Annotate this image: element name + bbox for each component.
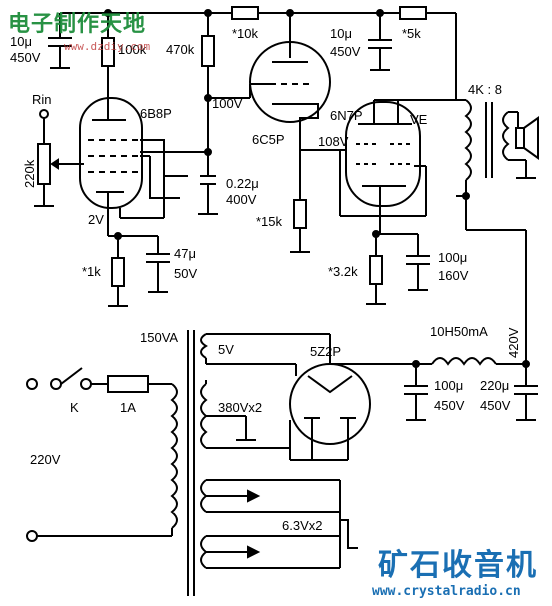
watermark-site-title: 电子制作天地: [8, 12, 147, 37]
tube-6b8p: [79, 92, 208, 236]
rectifier-5z2p: [289, 363, 371, 461]
label-pot-220k: 220k: [22, 159, 37, 188]
resistor-100k: [101, 13, 115, 92]
label-6n7p: 6N7P: [330, 108, 363, 123]
watermark-site-url: www.dzdiy.com: [64, 40, 151, 53]
label-cf1-value: 100μ: [434, 378, 463, 393]
label-380v: 380Vx2: [218, 400, 262, 415]
label-c47-value: 47μ: [174, 246, 196, 261]
label-6b8p: 6B8P: [140, 106, 172, 121]
label-ve: VE: [410, 112, 428, 127]
label-r1k: *1k: [82, 264, 101, 279]
label-c022-value: 0.22μ: [226, 176, 259, 191]
label-r10k: *10k: [232, 26, 259, 41]
label-r32k: *3.2k: [328, 264, 358, 279]
b-plus-feed-line: [456, 192, 527, 362]
label-c2-value: 10μ: [330, 26, 352, 41]
output-transformer: [456, 99, 539, 196]
label-c100-160-value: 100μ: [438, 250, 467, 265]
label-r100k: 100k: [118, 42, 147, 57]
capacitor-c1: [48, 13, 72, 69]
label-220v: 220V: [30, 452, 61, 467]
input-pot-220k: [34, 109, 84, 207]
capacitor-c2: [368, 13, 392, 71]
label-choke: 10H50mA: [430, 324, 488, 339]
label-rin: Rin: [32, 92, 52, 107]
label-108v: 108V: [318, 134, 349, 149]
label-r5k: *5k: [402, 26, 421, 41]
component-labels: 10μ 450V 100k 470k *10k 10μ 450V *5k Rin…: [10, 26, 521, 533]
resistor-5k: [399, 6, 457, 100]
label-c1-voltage: 450V: [10, 50, 41, 65]
label-c100-160-voltage: 160V: [438, 268, 469, 283]
resistor-15k: [290, 199, 310, 253]
resistor-470k: [201, 13, 215, 176]
label-5v: 5V: [218, 342, 234, 357]
tube-6c5p: [208, 13, 331, 200]
label-output-transformer: 4K : 8: [468, 82, 502, 97]
resistor-10k: [231, 6, 259, 20]
label-100v: 100V: [212, 96, 243, 111]
label-c1-value: 10μ: [10, 34, 32, 49]
tube-6n7p: [299, 99, 466, 234]
power-transformer: [170, 330, 358, 596]
mains-input: [26, 367, 172, 542]
label-420v: 420V: [506, 327, 521, 358]
label-c022-voltage: 400V: [226, 192, 257, 207]
label-cf2-voltage: 450V: [480, 398, 511, 413]
label-c47-voltage: 50V: [174, 266, 197, 281]
label-6c5p: 6C5P: [252, 132, 285, 147]
capacitor-022: [198, 175, 218, 215]
label-c2-voltage: 450V: [330, 44, 361, 59]
label-cf2-value: 220μ: [480, 378, 509, 393]
cathode-network-6b8p: [108, 232, 170, 307]
label-2v: 2V: [88, 212, 104, 227]
label-switch-k: K: [70, 400, 79, 415]
filter-network: [330, 357, 538, 421]
label-6-3v: 6.3Vx2: [282, 518, 322, 533]
label-fuse: 1A: [120, 400, 136, 415]
label-cf1-voltage: 450V: [434, 398, 465, 413]
brand-title: 矿石收音机: [378, 548, 538, 583]
brand-url: www.crystalradio.cn: [372, 584, 521, 599]
label-r15k: *15k: [256, 214, 283, 229]
label-5z2p: 5Z2P: [310, 344, 341, 359]
label-r470k: 470k: [166, 42, 195, 57]
cathode-network-6n7p: [366, 230, 430, 305]
label-150va: 150VA: [140, 330, 178, 345]
